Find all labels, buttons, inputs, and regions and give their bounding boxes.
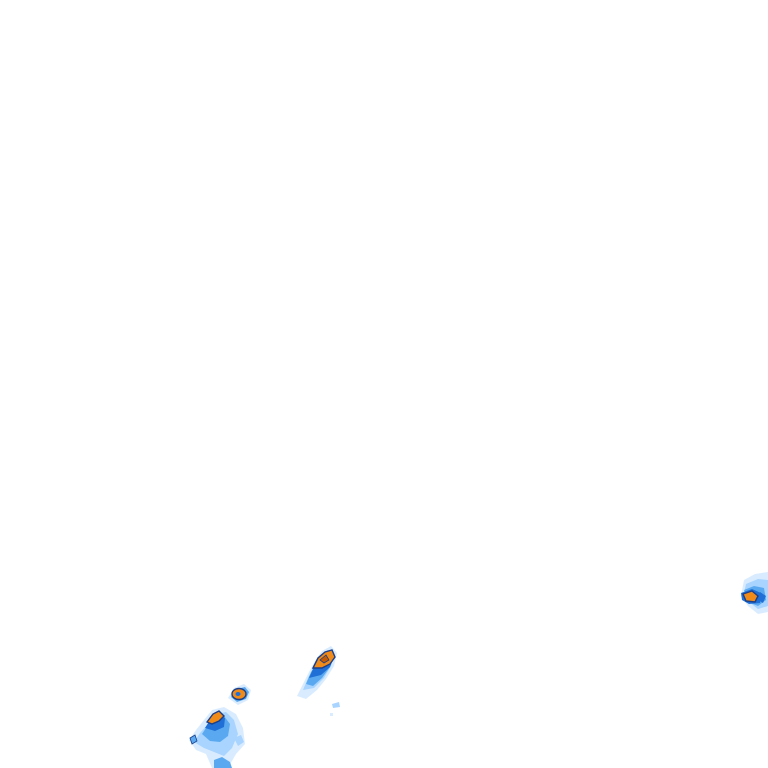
precip-fragment <box>214 757 232 768</box>
storm-cell-south-west <box>228 684 251 705</box>
precip-core <box>742 590 759 603</box>
precip-fragment <box>234 735 244 746</box>
precip-core <box>205 710 225 725</box>
precip-small-cell <box>758 592 766 603</box>
precip-speck <box>330 713 333 716</box>
storm-cell-east <box>741 572 768 614</box>
precip-fragment <box>189 734 198 745</box>
precip-core-center <box>235 692 241 696</box>
storm-cell-south-west-lower <box>189 707 245 768</box>
precip-fragment <box>332 702 340 708</box>
precip-core-center <box>319 654 330 664</box>
storm-cell-south-center <box>297 646 340 716</box>
